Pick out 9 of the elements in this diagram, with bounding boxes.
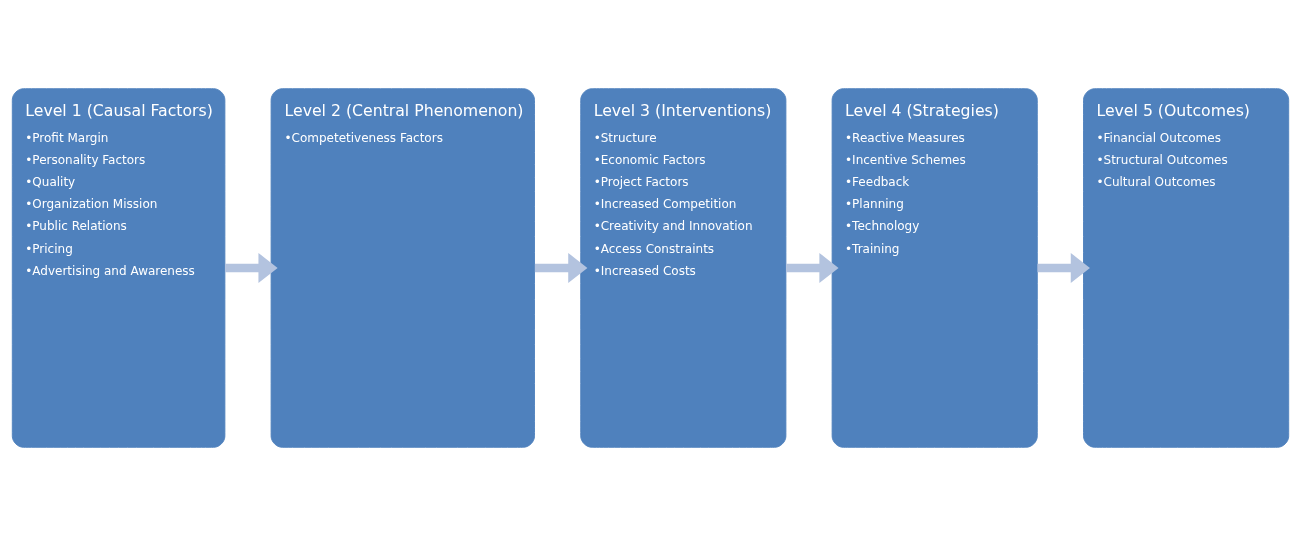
node-box: Level 4 (Strategies) •Reactive Measures •Incentive Schemes •Feedback •Planning •Technology •Training xyxy=(831,87,1038,448)
node-box: Level 3 (Interventions) •Structure •Economic Factors •Project Factors •Increased Competition •Creativity and Innovation •Access Constraints •Increased Costs xyxy=(580,87,787,448)
node-box: Level 1 (Causal Factors) •Profit Margin •Personality Factors •Quality •Organization Mission •Public Relations •Pricing •Advertising and Awareness xyxy=(11,87,226,448)
arrow xyxy=(225,252,278,283)
node-box: Level 5 (Outcomes) •Financial Outcomes •Structural Outcomes •Cultural Outcomes xyxy=(1083,87,1290,448)
arrow xyxy=(1037,252,1090,283)
arrow xyxy=(786,252,839,283)
arrow xyxy=(534,252,588,283)
node-box: Level 2 (Central Phenomenon) •Competetiveness Factors xyxy=(270,87,535,448)
